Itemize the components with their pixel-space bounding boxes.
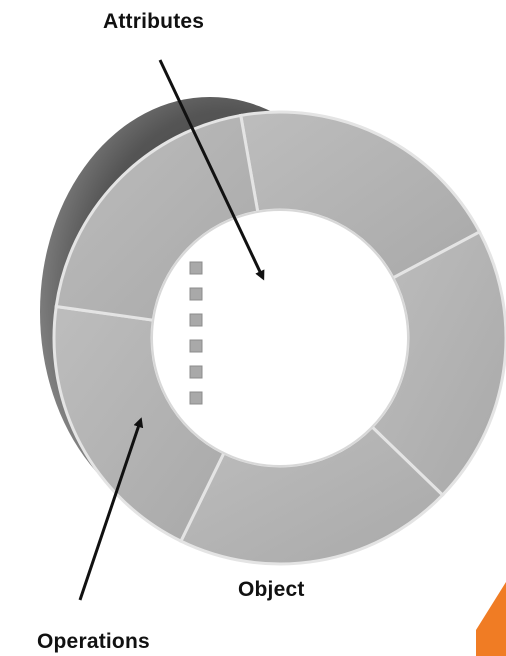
attribute-marker: [190, 314, 202, 326]
attribute-marker: [190, 288, 202, 300]
object-core: [152, 210, 408, 466]
corner-accent-shape: [476, 582, 506, 656]
attribute-marker: [190, 366, 202, 378]
attribute-marker: [190, 392, 202, 404]
attribute-marker: [190, 262, 202, 274]
attribute-marker: [190, 340, 202, 352]
